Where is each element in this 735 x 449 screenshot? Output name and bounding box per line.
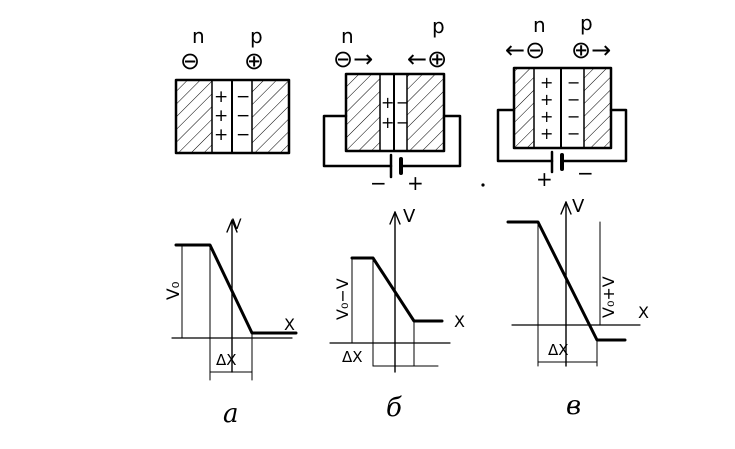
panel-a-potential-graph: V X V₀ ΔX xyxy=(164,217,298,381)
panel-a-v-axis-label: V xyxy=(232,217,242,233)
charge-plus: + xyxy=(540,124,553,143)
panel-c-plus-charges: + + + + xyxy=(540,73,553,143)
panel-c-caption: в xyxy=(566,391,581,421)
charge-minus: − xyxy=(567,90,580,109)
panel-c-bias-circuit: + − xyxy=(496,108,628,191)
panel-b-caption: б xyxy=(386,393,402,423)
panel-c-minus-charges: − − − − xyxy=(567,73,580,143)
charge-minus: − xyxy=(236,87,250,107)
charge-minus: − xyxy=(567,107,580,126)
panel-b-n-region xyxy=(346,74,380,151)
panel-b-potential-graph: V X V₀−V ΔX xyxy=(329,206,465,373)
panel-b-bias-circuit: − + xyxy=(322,114,462,195)
panel-a-p-label: p xyxy=(250,24,263,48)
potential-curve xyxy=(174,243,298,335)
panel-c: n p ←⊖ ⊕→ + + + + − − − − + xyxy=(496,11,649,421)
panel-a-width-label: ΔX xyxy=(216,351,237,369)
panel-a-p-region xyxy=(252,80,289,153)
panel-c-potential-graph: V X V₀+V ΔX xyxy=(506,196,649,367)
panel-a-x-axis-label: X xyxy=(284,315,295,334)
charge-minus: − xyxy=(236,106,250,126)
panel-b-electron-symbol: ⊖→ xyxy=(333,45,373,73)
charge-plus: + xyxy=(540,73,553,92)
panel-b-potential-label: V₀−V xyxy=(333,278,352,320)
charge-plus: + xyxy=(381,93,394,112)
panel-a-n-region xyxy=(176,80,212,153)
panel-b-x-axis-label: X xyxy=(454,312,465,331)
potential-curve xyxy=(506,220,627,342)
panel-a-caption: а xyxy=(223,399,239,429)
panel-a-minus-charges: − − − xyxy=(236,87,250,145)
panel-b-battery-right-sign: + xyxy=(407,171,424,195)
panel-b-p-label: p xyxy=(432,14,445,38)
charge-plus: + xyxy=(381,113,394,132)
panel-c-v-axis-label: V xyxy=(572,196,585,217)
panel-a-electron-symbol: ⊖ xyxy=(180,47,200,75)
panel-c-n-region xyxy=(514,68,534,148)
panel-b-p-region xyxy=(407,74,444,151)
panel-c-battery-left-sign: + xyxy=(536,167,553,191)
charge-minus: − xyxy=(567,73,580,92)
panel-c-electron-symbol: ←⊖ xyxy=(505,36,545,64)
charge-plus: + xyxy=(214,106,228,126)
panel-b-plus-charges: + + xyxy=(381,93,394,132)
panel-a: n p ⊖ ⊕ + + + − − − xyxy=(164,24,298,429)
charge-minus: − xyxy=(567,124,580,143)
panel-b-minus-charges: − − xyxy=(396,93,409,132)
panel-c-width-label: ΔX xyxy=(548,341,569,359)
panel-c-p-label: p xyxy=(580,11,593,35)
charge-minus: − xyxy=(236,125,250,145)
panel-b-v-axis-label: V xyxy=(403,206,416,227)
charge-plus: + xyxy=(214,125,228,145)
charge-plus: + xyxy=(540,90,553,109)
panel-c-n-label: n xyxy=(533,13,546,37)
panel-b-hole-symbol: ←⊕ xyxy=(407,45,447,73)
potential-curve xyxy=(350,256,444,323)
panel-c-p-region xyxy=(584,68,611,148)
panel-c-x-axis-label: X xyxy=(638,303,649,322)
panel-a-n-label: n xyxy=(192,24,205,48)
panel-b-crystal-block xyxy=(344,72,446,153)
panel-a-hole-symbol: ⊕ xyxy=(244,47,264,75)
panel-b-width-label: ΔX xyxy=(342,348,363,366)
charge-plus: + xyxy=(214,87,228,107)
charge-minus: − xyxy=(396,113,409,132)
charge-minus: − xyxy=(396,93,409,112)
panel-a-crystal-block xyxy=(174,78,291,155)
panel-c-hole-symbol: ⊕→ xyxy=(571,36,611,64)
panel-c-crystal-block xyxy=(512,66,613,150)
panel-c-potential-label: V₀+V xyxy=(599,276,618,318)
panel-a-potential-label: V₀ xyxy=(164,281,184,300)
panel-c-battery-right-sign: − xyxy=(577,161,594,185)
charge-plus: + xyxy=(540,107,553,126)
stray-dot xyxy=(481,183,485,187)
panel-a-plus-charges: + + + xyxy=(214,87,228,145)
panel-b: n p ⊖→ ←⊕ + + − − − + xyxy=(322,14,465,423)
panel-b-n-label: n xyxy=(341,24,354,48)
panel-b-battery-left-sign: − xyxy=(370,171,387,195)
